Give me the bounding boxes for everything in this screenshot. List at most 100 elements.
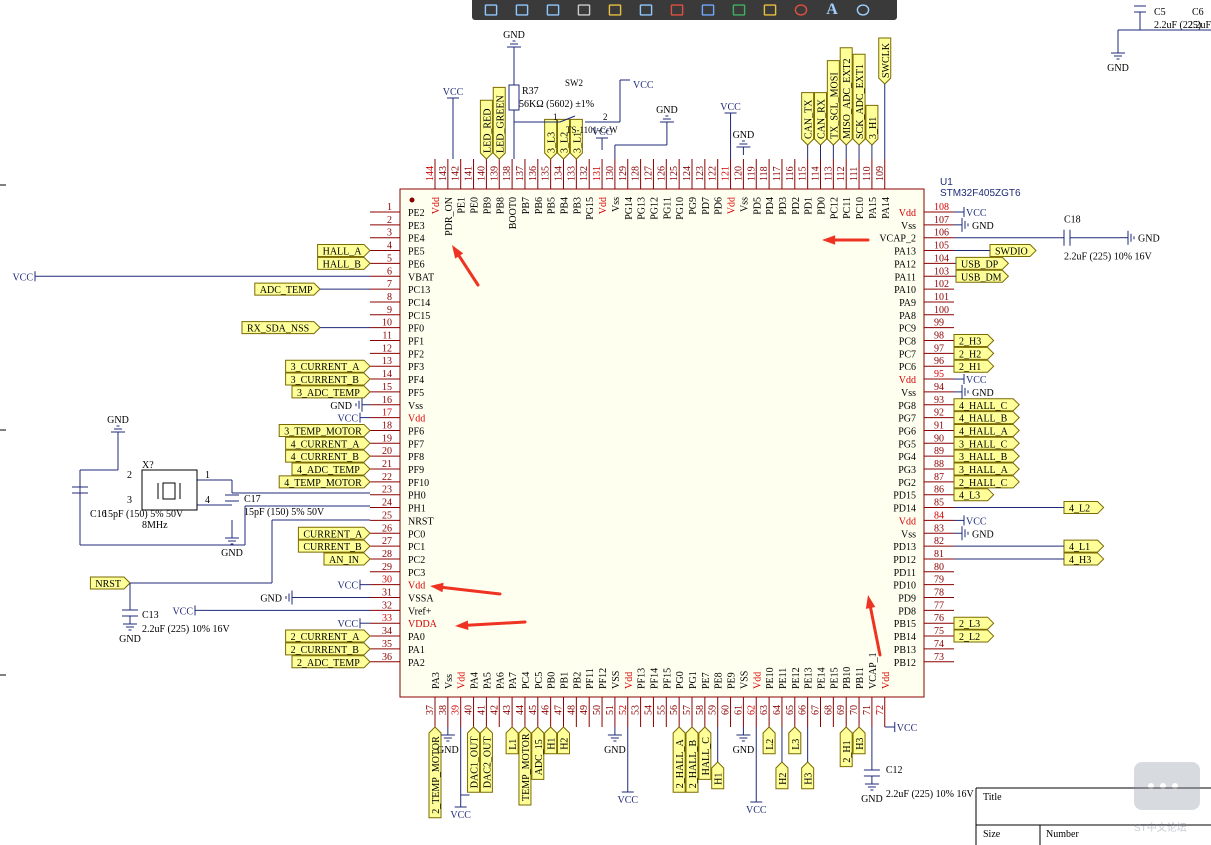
net-label[interactable]: CURRENT_A [297,526,371,540]
pin-number: 121 [721,166,732,181]
net-label[interactable]: 4_HALL_A [953,423,1020,437]
net-label[interactable]: 3_ADC_TEMP [291,385,371,399]
net-label[interactable]: HALL_B [317,256,371,270]
net-label[interactable]: LED_RED [479,99,493,160]
net-label[interactable]: L1 [505,726,519,755]
net-label[interactable]: 2_CURRENT_B [285,642,371,656]
net-label[interactable]: 2_HALL_A [672,726,686,793]
wire-icon[interactable] [639,4,653,16]
text-icon[interactable]: A [826,1,838,18]
ground-icon[interactable] [670,4,684,16]
net-label[interactable]: 3_L1 [569,118,583,160]
net-label[interactable]: 2_HALL_C [953,475,1020,489]
pin-name: PD3 [778,197,789,215]
net-label[interactable]: ADC_15 [531,726,545,780]
net-label[interactable]: 3_CURRENT_B [285,372,371,386]
net-label[interactable]: 3_TEMP_MOTOR [278,423,371,437]
net-label[interactable]: CAN_RX [814,92,828,146]
net-label[interactable]: DAC1_OUT [467,726,481,793]
net-label[interactable]: 2_L2 [953,629,995,643]
net-label[interactable]: 4_L1 [1063,539,1105,553]
net-label[interactable]: H1 [544,726,558,755]
net-label-flag [291,462,371,476]
net-label-flag [775,761,789,790]
pin-number: 122 [708,166,719,181]
net-label[interactable]: 2_CURRENT_A [285,629,371,643]
net-label[interactable]: 2_H2 [953,346,995,360]
net-label[interactable]: 4_CURRENT_A [285,436,371,450]
net-label[interactable]: 4_HALL_B [953,411,1020,425]
net-label[interactable]: 3_HALL_A [953,462,1020,476]
crystal-body[interactable] [141,469,198,511]
net-label[interactable]: L2 [762,726,776,755]
net-label[interactable]: SCK_ADC_EXT1 [852,53,866,146]
net-label[interactable]: H1 [711,761,725,790]
net-label-flag [317,244,371,258]
net-label[interactable]: HALL_C [698,726,712,780]
net-label[interactable]: L3 [788,726,802,755]
net-label[interactable]: 3_HALL_C [953,436,1020,450]
net-label[interactable]: 4_TEMP_MOTOR [278,475,371,489]
red-arrow-icon [865,595,882,657]
align-icon[interactable] [577,4,591,16]
net-label[interactable]: ADC_TEMP [254,282,321,296]
net-label[interactable]: RX_SDA_NSS [241,321,321,335]
net-label[interactable]: 3_H1 [865,104,879,146]
component-icon[interactable] [608,4,622,16]
pin-name: VSS [611,671,622,689]
net-label[interactable]: SWCLK [878,37,892,85]
net-label[interactable]: TEMP_MOTOR [518,726,532,806]
net-label[interactable]: DAC2_OUT [479,726,493,793]
net-label[interactable]: H2 [557,726,571,755]
net-label[interactable]: USB_DM [955,269,1010,283]
net-label[interactable]: 3_L3 [544,118,558,160]
probe-icon[interactable] [794,4,808,16]
net-label[interactable]: 4_HALL_C [953,398,1020,412]
cross-icon[interactable] [515,4,529,16]
net-label-flag [1063,552,1105,566]
net-label[interactable]: NRST [89,576,131,590]
net-label[interactable]: 4_H3 [1063,552,1105,566]
net-label[interactable]: H3 [852,726,866,755]
net-label[interactable]: 2_H1 [953,359,995,373]
netlabel-icon[interactable] [763,4,777,16]
net-label[interactable]: 4_CURRENT_B [285,449,371,463]
vcc-symbol: VCC [746,790,767,816]
net-label[interactable]: H2 [775,761,789,790]
chip-icon[interactable] [732,4,746,16]
filter-icon[interactable] [484,4,498,16]
net-label[interactable]: 2_H1 [839,726,853,768]
net-label[interactable]: 3_CURRENT_A [285,359,371,373]
net-label[interactable]: 2_ADC_TEMP [291,655,371,669]
net-label[interactable]: 2_TEMP_MOTOR [428,726,442,819]
net-label[interactable]: 4_ADC_TEMP [291,462,371,476]
pin-name: PA4 [470,672,481,689]
net-label[interactable]: 4_L2 [1063,501,1105,515]
net-label[interactable]: CAN_TX [801,92,815,146]
net-label[interactable]: CURRENT_B [297,539,371,553]
select-rect-icon[interactable] [546,4,560,16]
net-label[interactable]: TX_SCL_MOSI [826,60,840,146]
net-label[interactable]: MISO_ADC_EXT2 [839,47,853,146]
pin-number: 83 [934,523,944,534]
mcu-chip[interactable]: U1 STM32F405ZGT6 [399,177,1021,698]
pin-name: PA6 [495,672,506,689]
net-label[interactable]: SWDIO [989,244,1037,258]
net-label[interactable]: 3_HALL_B [953,449,1020,463]
net-label[interactable]: AN_IN [323,552,371,566]
net-label[interactable]: HALL_A [317,244,371,258]
net-label[interactable]: 4_L3 [953,488,995,502]
net-label[interactable]: LED_GREEN [492,86,506,160]
arc-icon[interactable] [856,4,870,16]
gnd-text: GND [437,745,459,756]
resistor-r37[interactable] [508,84,520,111]
pin-name: PF15 [662,668,673,689]
net-label[interactable]: 2_L3 [953,616,995,630]
net-label[interactable]: 3_L2 [557,118,571,160]
net-label[interactable]: H3 [801,761,815,790]
bus-icon[interactable] [701,4,715,16]
net-label[interactable]: 2_HALL_B [685,726,699,793]
net-label[interactable]: USB_DP [955,256,1010,270]
net-label[interactable]: 2_H3 [953,334,995,348]
vcc-symbol: VCC [884,722,918,734]
